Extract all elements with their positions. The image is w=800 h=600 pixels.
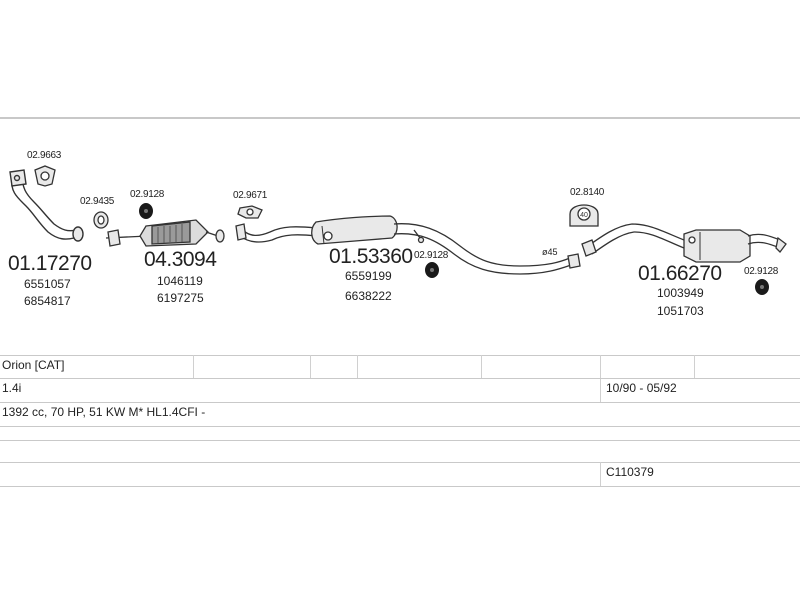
rear-silencer-code: 01.66270 [638, 262, 722, 285]
hanger-code: 02.8140 [570, 187, 605, 198]
ref-cell: C110379 [606, 465, 654, 479]
pipe-diameter-label: ø45 [542, 247, 558, 257]
middle-silencer-oem-2: 6638222 [345, 289, 392, 303]
model-cell: Orion [CAT] [2, 358, 65, 372]
downpipe-code: 01.17270 [8, 252, 92, 275]
catalyst-part[interactable] [105, 219, 225, 247]
exhaust-system-diagram: 40 [9, 165, 787, 295]
rear-silencer-oem-2: 1051703 [657, 304, 704, 318]
gasket-2-code: 02.9671 [233, 190, 268, 201]
downpipe-part[interactable] [9, 169, 84, 242]
rubber-mount-part-3[interactable] [755, 279, 769, 295]
table-row-spec: 1392 cc, 70 HP, 51 KW M* HL1.4CFI - [0, 402, 800, 425]
table-row-model: Orion [CAT] [0, 355, 800, 378]
spec-cell: 1392 cc, 70 HP, 51 KW M* HL1.4CFI - [2, 405, 206, 419]
table-row-empty [0, 426, 800, 449]
hanger-part[interactable]: 40 [569, 204, 599, 227]
middle-silencer-oem-1: 6559199 [345, 269, 392, 283]
top-frame-line [0, 117, 800, 119]
middle-silencer-code: 01.53360 [329, 245, 413, 268]
table-row-empty [0, 440, 800, 463]
rubber-3-code: 02.9128 [744, 266, 779, 277]
rubber-mount-part-1[interactable] [139, 203, 153, 219]
clamp-1-code: 02.9435 [80, 196, 115, 207]
gasket-part-1[interactable] [34, 165, 56, 187]
rubber-2-code: 02.9128 [414, 250, 449, 261]
rear-silencer-part[interactable] [581, 223, 787, 263]
middle-silencer-part[interactable] [235, 215, 581, 275]
rear-silencer-oem-1: 1003949 [657, 286, 704, 300]
table-bottom-line [0, 486, 800, 487]
period-cell: 10/90 - 05/92 [606, 381, 677, 395]
gasket-part-2[interactable] [237, 205, 263, 219]
table-row-engine: 1.4i 10/90 - 05/92 [0, 378, 800, 401]
catalyst-oem-1: 1046119 [157, 274, 203, 288]
downpipe-oem-2: 6854817 [24, 294, 71, 308]
rubber-1-code: 02.9128 [130, 189, 165, 200]
table-divider [357, 355, 358, 379]
catalyst-code: 04.3094 [144, 248, 217, 271]
table-row-ref: C110379 [0, 462, 800, 485]
gasket-1-code: 02.9663 [27, 150, 62, 161]
catalyst-oem-2: 6197275 [157, 291, 204, 305]
table-divider [193, 355, 194, 379]
table-divider [481, 355, 482, 379]
table-divider [600, 462, 601, 486]
downpipe-oem-1: 6551057 [24, 277, 71, 291]
clamp-part-1[interactable] [93, 211, 109, 229]
table-divider [600, 355, 601, 403]
svg-text:40: 40 [580, 212, 588, 219]
rubber-mount-part-2[interactable] [425, 262, 439, 278]
table-divider [310, 355, 311, 379]
table-divider [694, 355, 695, 379]
engine-cell: 1.4i [2, 381, 22, 395]
